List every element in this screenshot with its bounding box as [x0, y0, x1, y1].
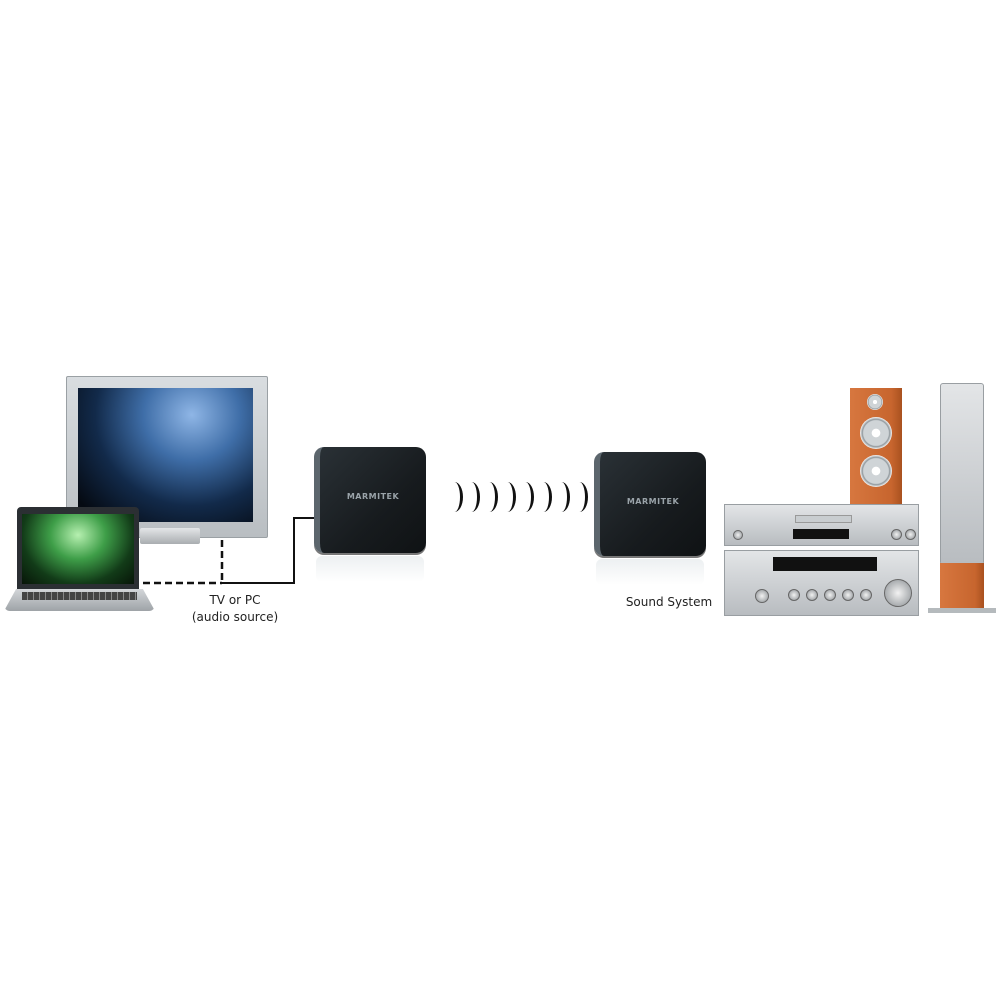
amplifier-display — [773, 557, 877, 571]
wireless-arc-icon — [481, 482, 498, 512]
wireless-arc-icon — [535, 482, 552, 512]
tower-speaker-feet — [928, 608, 996, 613]
receiver-reflection — [596, 559, 704, 585]
wireless-arc-icon — [517, 482, 534, 512]
wireless-arc-icon — [463, 482, 480, 512]
source-label-line1: TV or PC — [209, 593, 261, 607]
cd-player — [724, 504, 919, 546]
disc-tray — [795, 515, 852, 523]
source-label-line2: (audio source) — [191, 610, 279, 624]
audio-cable — [222, 517, 316, 584]
amplifier-knob — [788, 589, 800, 601]
woofer — [860, 417, 892, 449]
receiver-logo: MARMITEK — [626, 497, 680, 506]
source-label: TV or PC (audio source) — [180, 592, 290, 626]
transmitter-reflection — [316, 556, 424, 582]
amplifier-knob — [824, 589, 836, 601]
transmitter-logo: MARMITEK — [346, 492, 400, 501]
sound-system-label: Sound System — [625, 595, 713, 609]
laptop-screen — [22, 514, 134, 584]
transmitter-device: MARMITEK — [314, 447, 426, 553]
cd-knob — [891, 529, 902, 540]
amplifier-knob — [806, 589, 818, 601]
wireless-arc-icon — [553, 482, 570, 512]
cd-display — [793, 529, 849, 539]
laptop-keyboard — [22, 592, 137, 600]
cd-knob — [905, 529, 916, 540]
tv-stand — [140, 528, 200, 544]
amplifier-knob — [755, 589, 769, 603]
amplifier-knob — [860, 589, 872, 601]
bookshelf-speaker — [850, 388, 902, 504]
volume-knob — [884, 579, 912, 607]
tower-speaker — [940, 383, 984, 565]
amplifier — [724, 550, 919, 616]
wireless-arc-icon — [499, 482, 516, 512]
cd-knob — [733, 530, 743, 540]
receiver-device: MARMITEK — [594, 452, 706, 556]
amplifier-knob — [842, 589, 854, 601]
wireless-arc-icon — [446, 482, 463, 512]
tower-speaker-base — [940, 563, 984, 611]
wireless-arc-icon — [571, 482, 588, 512]
tv-screen — [78, 388, 253, 522]
woofer — [860, 455, 892, 487]
tweeter — [867, 394, 883, 410]
